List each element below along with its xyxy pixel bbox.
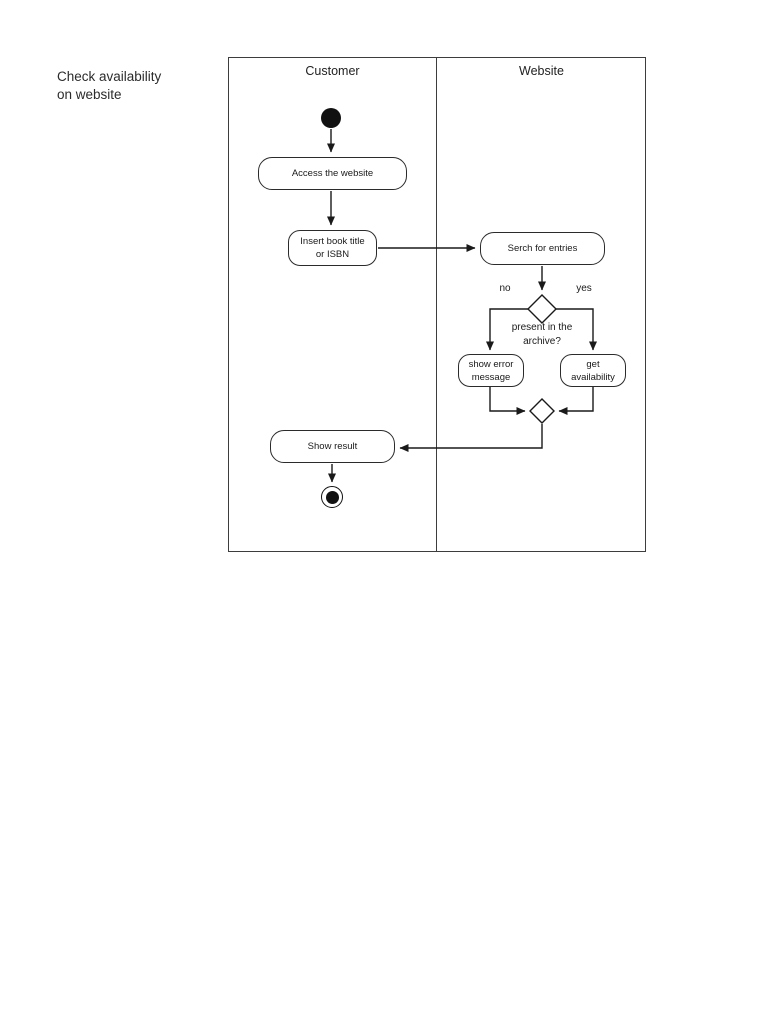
- guard-yes-label: yes: [576, 283, 592, 294]
- activity-insert-book-title: Insert book title or ISBN: [288, 230, 377, 266]
- lane-divider: [436, 57, 437, 552]
- activity-access-website: Access the website: [258, 157, 407, 190]
- final-node-dot: [325, 490, 339, 504]
- page-title-line1: Check availability: [57, 69, 162, 84]
- activity-show-error-message: show error message: [458, 354, 524, 387]
- page-title: Check availability on website: [57, 68, 161, 104]
- swimlane-frame: [228, 57, 646, 552]
- initial-node: [321, 108, 341, 128]
- activity-show-result: Show result: [270, 430, 395, 463]
- lane-header-customer: Customer: [305, 64, 360, 78]
- guard-no-label: no: [499, 283, 511, 294]
- lane-header-website: Website: [519, 64, 564, 78]
- activity-get-availability: get availability: [560, 354, 626, 387]
- final-node: [321, 486, 343, 508]
- activity-search-entries: Serch for entries: [480, 232, 605, 265]
- page-title-line2: on website: [57, 87, 122, 102]
- decision-question-label: present in the archive?: [511, 322, 573, 347]
